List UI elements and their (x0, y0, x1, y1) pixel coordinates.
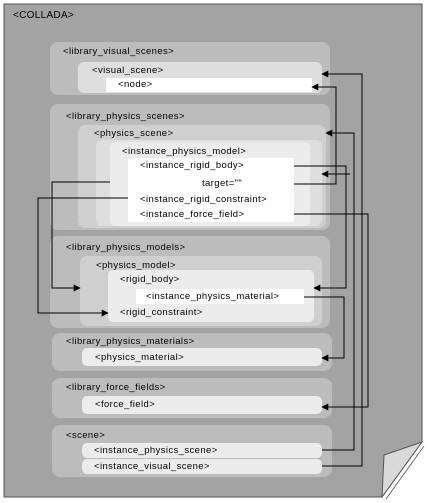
instance-rigid-constraint-label: <instance_rigid_constraint> (140, 194, 267, 205)
library-physics-scenes-label: <library_physics_scenes> (66, 111, 185, 122)
connector-instance-rigid-body (294, 165, 347, 292)
visual-scene-label: <visual_scene> (92, 65, 164, 76)
instance-visual-scene-box (82, 459, 322, 474)
node-label: <node> (118, 79, 153, 90)
library-physics-materials-label: <library_physics_materials> (66, 336, 195, 347)
target-attribute-label: target="" (202, 178, 243, 189)
connector-instance-rigid-constraint (37, 197, 128, 317)
node-box (106, 78, 312, 92)
scene-label: <scene> (66, 430, 106, 441)
library-force-fields-label: <library_force_fields> (66, 382, 166, 393)
rigid-body-label: <rigid_body> (120, 274, 180, 285)
instance-physics-material-label: <instance_physics_material> (146, 291, 280, 302)
physics-model-label: <physics_model> (96, 260, 176, 271)
connector-instance-physics-model (51, 181, 110, 292)
instance-force-field-label: <instance_force_field> (140, 209, 245, 220)
instance-physics-material-box (136, 289, 304, 304)
rigid-constraint-label: <rigid_constraint> (120, 307, 203, 318)
force-field-label: <force_field> (95, 399, 156, 410)
instance-rigid-body-label: <instance_rigid_body> (140, 160, 244, 171)
connector-instance-force-field (294, 213, 369, 411)
force-field-box (82, 396, 322, 414)
connector-instance-visual-scene (321, 70, 363, 467)
instance-visual-scene-label: <instance_visual_scene> (94, 461, 210, 472)
instance-physics-scene-box (82, 443, 322, 458)
physics-material-box (82, 348, 322, 366)
physics-material-label: <physics_material> (95, 352, 185, 363)
instance-physics-model-label: <instance_physics_model> (122, 146, 247, 157)
instance-elements-box (128, 158, 294, 222)
physics-scene-label: <physics_scene> (94, 128, 174, 139)
connector-instance-physics-scene (322, 129, 355, 451)
instance-physics-scene-label: <instance_physics_scene> (94, 445, 218, 456)
connector-target-node (294, 83, 337, 185)
collada-root-label: <COLLADA> (13, 10, 75, 21)
library-physics-models-label: <library_physics_models> (66, 242, 186, 253)
library-visual-scenes-label: <library_visual_scenes> (63, 46, 175, 57)
connector-instance-physics-material (304, 296, 345, 362)
